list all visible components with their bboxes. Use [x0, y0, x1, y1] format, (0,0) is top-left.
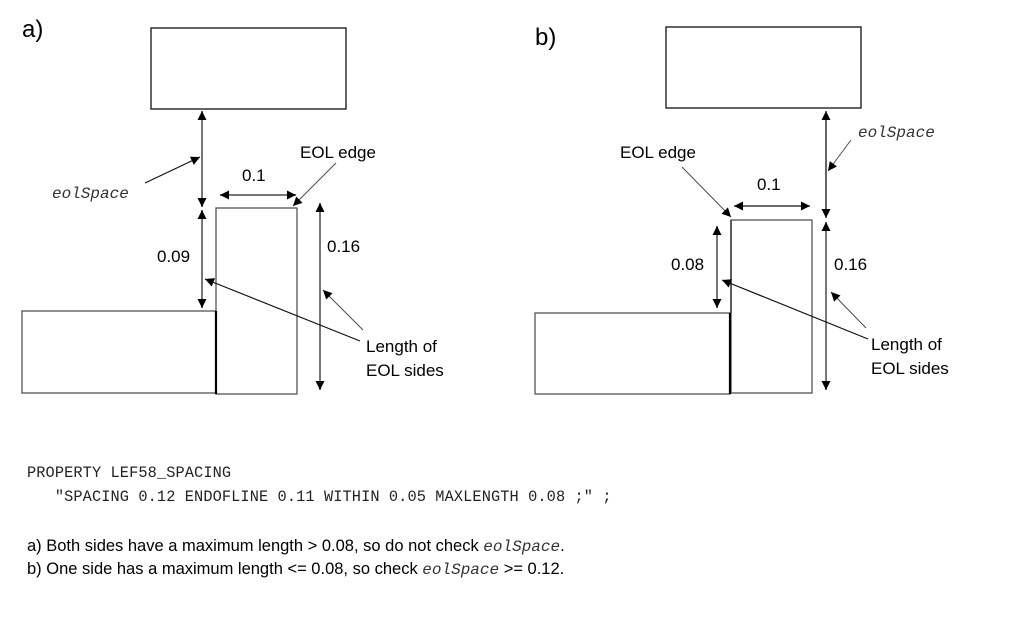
- panel-b-eol-sides-label-line1: Length of: [871, 335, 942, 354]
- panel-a-eol-sides-leader-2: [322, 289, 364, 331]
- panel-b-top-shape: [665, 26, 862, 109]
- panel-a-eol-wire: [215, 207, 298, 395]
- panel-a-width-value: 0.1: [242, 166, 266, 185]
- note-a: a) Both sides have a maximum length > 0.…: [27, 537, 565, 556]
- panel-b-width-value: 0.1: [757, 175, 781, 194]
- note-b-prefix: b) One side has a maximum length <= 0.08…: [27, 560, 423, 578]
- panel-a-eol-edge-label: EOL edge: [300, 143, 376, 162]
- panel-a-side-length-value: 0.09: [157, 247, 190, 266]
- panel-a-eolspace-label: eolSpace: [52, 185, 129, 203]
- panel-b-eol-sides-label-line2: EOL sides: [871, 359, 949, 378]
- note-b: b) One side has a maximum length <= 0.08…: [27, 560, 564, 579]
- panel-b-eol-sides-leader-2: [830, 291, 867, 329]
- code-property-line: PROPERTY LEF58_SPACING: [27, 464, 232, 482]
- panel-a-total-length-value: 0.16: [327, 237, 360, 256]
- panel-a-top-shape: [150, 27, 347, 110]
- panel-b-total-length-value: 0.16: [834, 255, 867, 274]
- panel-a-eol-sides-label-line2: EOL sides: [366, 361, 444, 380]
- panel-a-eolspace-leader: [144, 156, 201, 184]
- panel-b-bottom-left-shape: [534, 312, 731, 395]
- panel-b: b) EOL edge 0.1 0.08 0.16 eolSpace Lengt…: [534, 24, 949, 395]
- panel-a: a) EOL edge 0.1 0.09 0.16 eolSpace Lengt…: [21, 16, 444, 395]
- code-spacing-rule-line: "SPACING 0.12 ENDOFLINE 0.11 WITHIN 0.05…: [27, 488, 612, 506]
- note-a-suffix: .: [560, 537, 565, 555]
- panel-b-eolspace-leader: [827, 139, 852, 172]
- note-a-prefix: a) Both sides have a maximum length > 0.…: [27, 537, 484, 555]
- panel-a-bottom-left-shape: [21, 310, 217, 394]
- note-b-eolspace: eolSpace: [422, 561, 500, 579]
- panel-b-label: b): [535, 24, 556, 51]
- panel-a-eol-edge-leader: [292, 162, 337, 207]
- panel-a-eol-sides-leader-1: [204, 278, 361, 342]
- panel-b-side-length-value: 0.08: [671, 255, 704, 274]
- note-a-eolspace: eolSpace: [483, 538, 561, 556]
- panel-b-eolspace-label: eolSpace: [858, 124, 935, 142]
- note-b-suffix: >= 0.12.: [499, 560, 565, 578]
- panel-b-eol-edge-label: EOL edge: [620, 143, 696, 162]
- panel-b-eol-wire: [730, 219, 813, 394]
- panel-b-eol-sides-leader-1: [721, 279, 869, 340]
- panel-a-eol-sides-label-line1: Length of: [366, 337, 437, 356]
- panel-b-eol-edge-leader: [681, 166, 732, 218]
- panel-a-label: a): [22, 16, 43, 43]
